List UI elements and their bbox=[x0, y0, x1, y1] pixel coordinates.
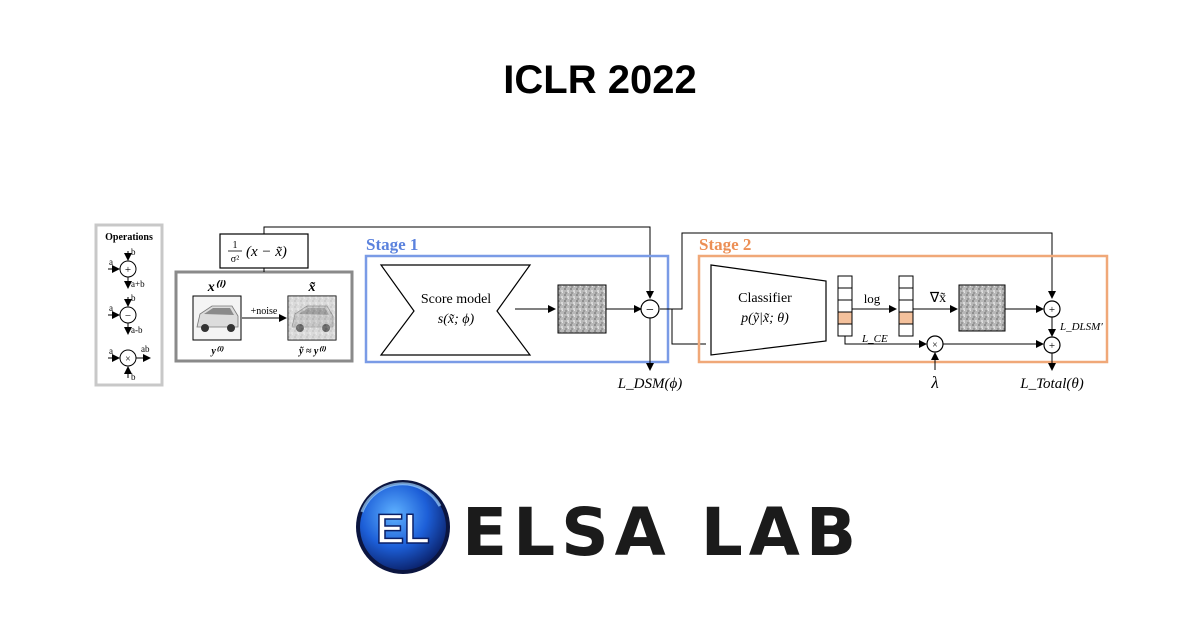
svg-text:+: + bbox=[1049, 340, 1055, 352]
dsm-loss-label: L_DSM(ϕ) bbox=[617, 376, 682, 392]
score-model-fn: s(x̃; ϕ) bbox=[438, 312, 475, 327]
logprob-column bbox=[898, 275, 914, 337]
svg-text:σ²: σ² bbox=[231, 254, 239, 265]
stage2-label: Stage 2 bbox=[699, 235, 751, 254]
operations-title: Operations bbox=[105, 232, 153, 243]
svg-text:a+b: a+b bbox=[131, 279, 145, 289]
stage2: Stage 2 Classifier p(ỹ|x̃; θ) log ∇x̃ + bbox=[697, 235, 1109, 392]
elsa-lab-logo-mark: EL bbox=[356, 480, 450, 574]
y-tilde-label: ỹ ≈ y⁽ⁱ⁾ bbox=[298, 346, 327, 357]
classifier-fn: p(ỹ|x̃; θ) bbox=[740, 311, 789, 326]
op-sub: − a b a-b bbox=[108, 293, 143, 335]
score-model-block bbox=[379, 264, 532, 356]
svg-text:b: b bbox=[131, 372, 136, 382]
operations-legend: Operations + a b a+b − a b a-b × bbox=[94, 223, 164, 387]
svg-text:+: + bbox=[1049, 304, 1055, 316]
noisy-car-image bbox=[287, 295, 337, 341]
y-label: y⁽ⁱ⁾ bbox=[210, 346, 224, 357]
classifier-block bbox=[710, 264, 827, 356]
input-box: x⁽ⁱ⁾ x̃ +noise y⁽ⁱ⁾ ỹ ≈ y⁽ⁱ⁾ bbox=[174, 270, 354, 363]
stage-connector-line bbox=[660, 232, 1056, 310]
svg-text:ab: ab bbox=[141, 344, 150, 354]
svg-text:×: × bbox=[125, 354, 131, 365]
svg-text:a: a bbox=[109, 303, 113, 313]
svg-text:×: × bbox=[932, 340, 938, 351]
log-label: log bbox=[864, 291, 881, 306]
svg-text:a: a bbox=[109, 346, 113, 356]
svg-text:+: + bbox=[125, 264, 131, 276]
noise-label: +noise bbox=[251, 306, 278, 317]
svg-text:a: a bbox=[109, 257, 113, 267]
noise-formula-box: 1 σ² (x − x̃) bbox=[219, 233, 309, 269]
svg-text:1: 1 bbox=[233, 240, 238, 251]
svg-text:−: − bbox=[125, 310, 131, 322]
score-target-line bbox=[263, 226, 654, 299]
stage1: Stage 1 Score model s(x̃; ϕ) − L_DSM(ϕ) bbox=[364, 235, 682, 392]
ce-loss-label: L_CE bbox=[861, 333, 888, 345]
score-model-name: Score model bbox=[421, 292, 491, 307]
classifier-name: Classifier bbox=[738, 291, 792, 306]
svg-text:−: − bbox=[646, 303, 654, 318]
score-output-image bbox=[557, 284, 607, 334]
clean-car-image bbox=[192, 295, 242, 341]
op-mul: × a ab b bbox=[108, 344, 151, 382]
svg-text:a-b: a-b bbox=[131, 325, 143, 335]
stage1-label: Stage 1 bbox=[366, 235, 418, 254]
total-loss-label: L_Total(θ) bbox=[1019, 376, 1084, 392]
dlsm-loss-label: L_DLSM′ bbox=[1059, 321, 1103, 333]
svg-text:b: b bbox=[131, 293, 136, 303]
page-title: ICLR 2022 bbox=[503, 58, 697, 102]
lambda-label: λ bbox=[930, 373, 938, 392]
svg-text:b: b bbox=[131, 247, 136, 257]
gradient-label: ∇x̃ bbox=[929, 291, 946, 306]
x-tilde-label: x̃ bbox=[308, 280, 316, 295]
logits-column bbox=[837, 275, 853, 337]
elsa-lab-wordmark: ELSA LAB bbox=[462, 494, 863, 571]
x-label: x⁽ⁱ⁾ bbox=[207, 280, 226, 295]
op-add: + a b a+b bbox=[108, 247, 145, 289]
stage2-frame bbox=[697, 254, 1109, 364]
gradient-output-image bbox=[958, 284, 1006, 332]
logo-monogram: EL bbox=[376, 505, 430, 552]
svg-text:(x − x̃): (x − x̃) bbox=[246, 244, 287, 260]
